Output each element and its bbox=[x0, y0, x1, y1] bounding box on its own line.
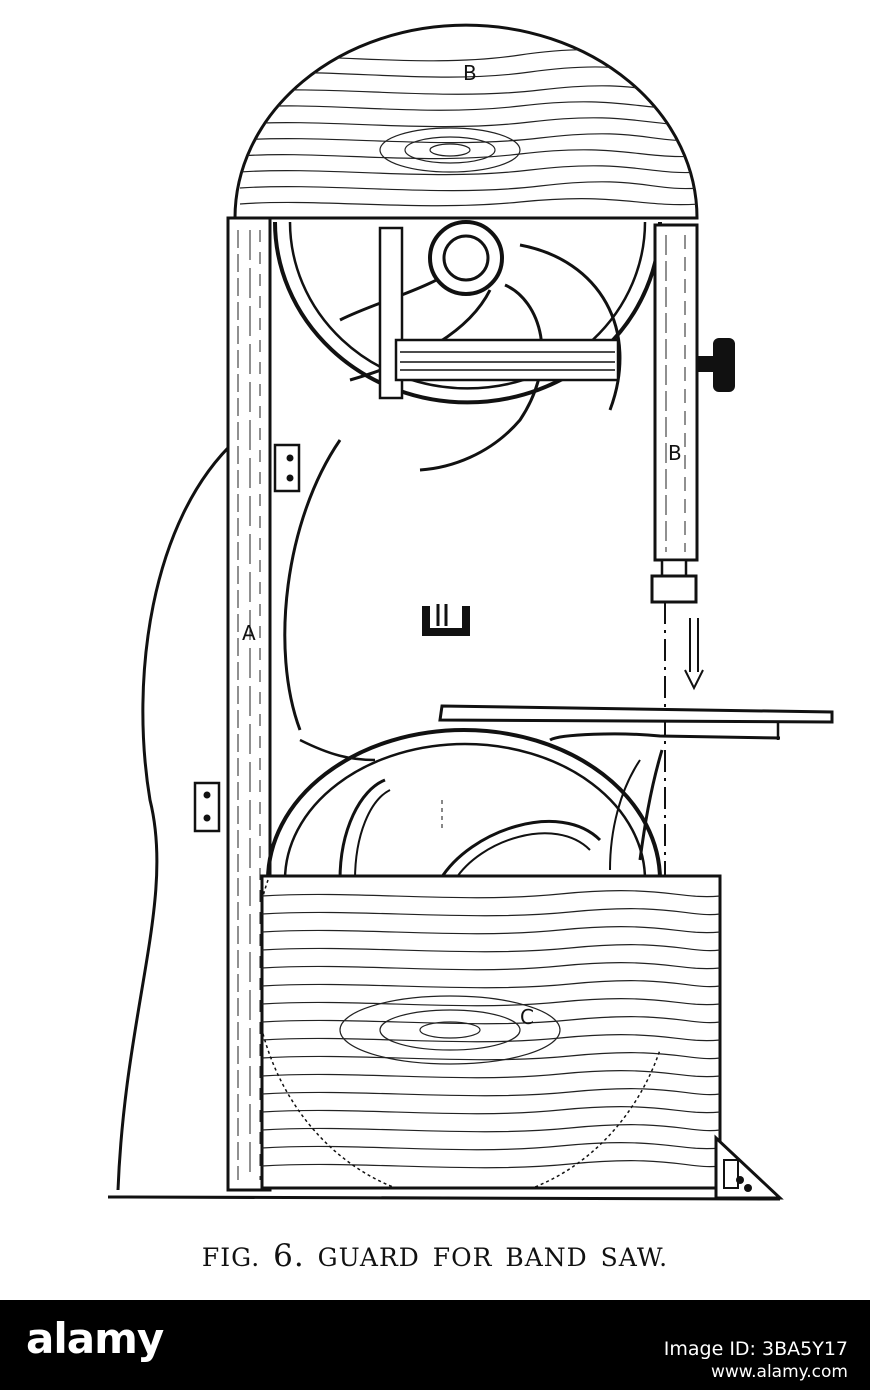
floor-line bbox=[107, 1195, 781, 1201]
caption-text: GUARD FOR BAND SAW. bbox=[317, 1243, 669, 1272]
band-saw-drawing: B A bbox=[107, 23, 834, 1201]
tension-knob bbox=[697, 338, 735, 392]
figure-caption: FIG. 6. GUARD FOR BAND SAW. bbox=[0, 1238, 870, 1274]
label-c: C bbox=[520, 1005, 534, 1029]
caption-number: 6. bbox=[273, 1238, 305, 1274]
base-bracket bbox=[714, 1134, 784, 1200]
watermark-bar: alamy Image ID: 3BA5Y17 www.alamy.com bbox=[0, 1300, 870, 1390]
brand-logo: alamy bbox=[26, 1314, 164, 1363]
upper-wheel bbox=[273, 220, 662, 472]
caption-fig: FIG. bbox=[201, 1243, 261, 1272]
site-url: www.alamy.com bbox=[710, 1362, 848, 1382]
frame-inner-curve bbox=[283, 439, 342, 731]
label-b-top: B bbox=[463, 61, 477, 85]
frame-back-curve bbox=[116, 438, 238, 1191]
direction-arrow-icon bbox=[684, 618, 704, 691]
hinge-upper bbox=[273, 443, 301, 493]
band-saw-diagram: B A bbox=[0, 23, 870, 1274]
saw-guide bbox=[650, 558, 698, 604]
lower-wheel-guard-box: C bbox=[260, 874, 722, 1190]
label-a: A bbox=[242, 621, 256, 645]
lower-wheel bbox=[266, 728, 662, 881]
hinge-lower bbox=[193, 781, 221, 833]
label-b-side: B bbox=[668, 441, 682, 465]
top-wheel-guard: B bbox=[233, 23, 699, 220]
wood-grain-box bbox=[262, 879, 720, 1188]
image-id-text: Image ID: 3BA5Y17 bbox=[663, 1338, 848, 1360]
guard-cross-section bbox=[422, 604, 470, 636]
side-guard-b: B bbox=[653, 223, 699, 562]
